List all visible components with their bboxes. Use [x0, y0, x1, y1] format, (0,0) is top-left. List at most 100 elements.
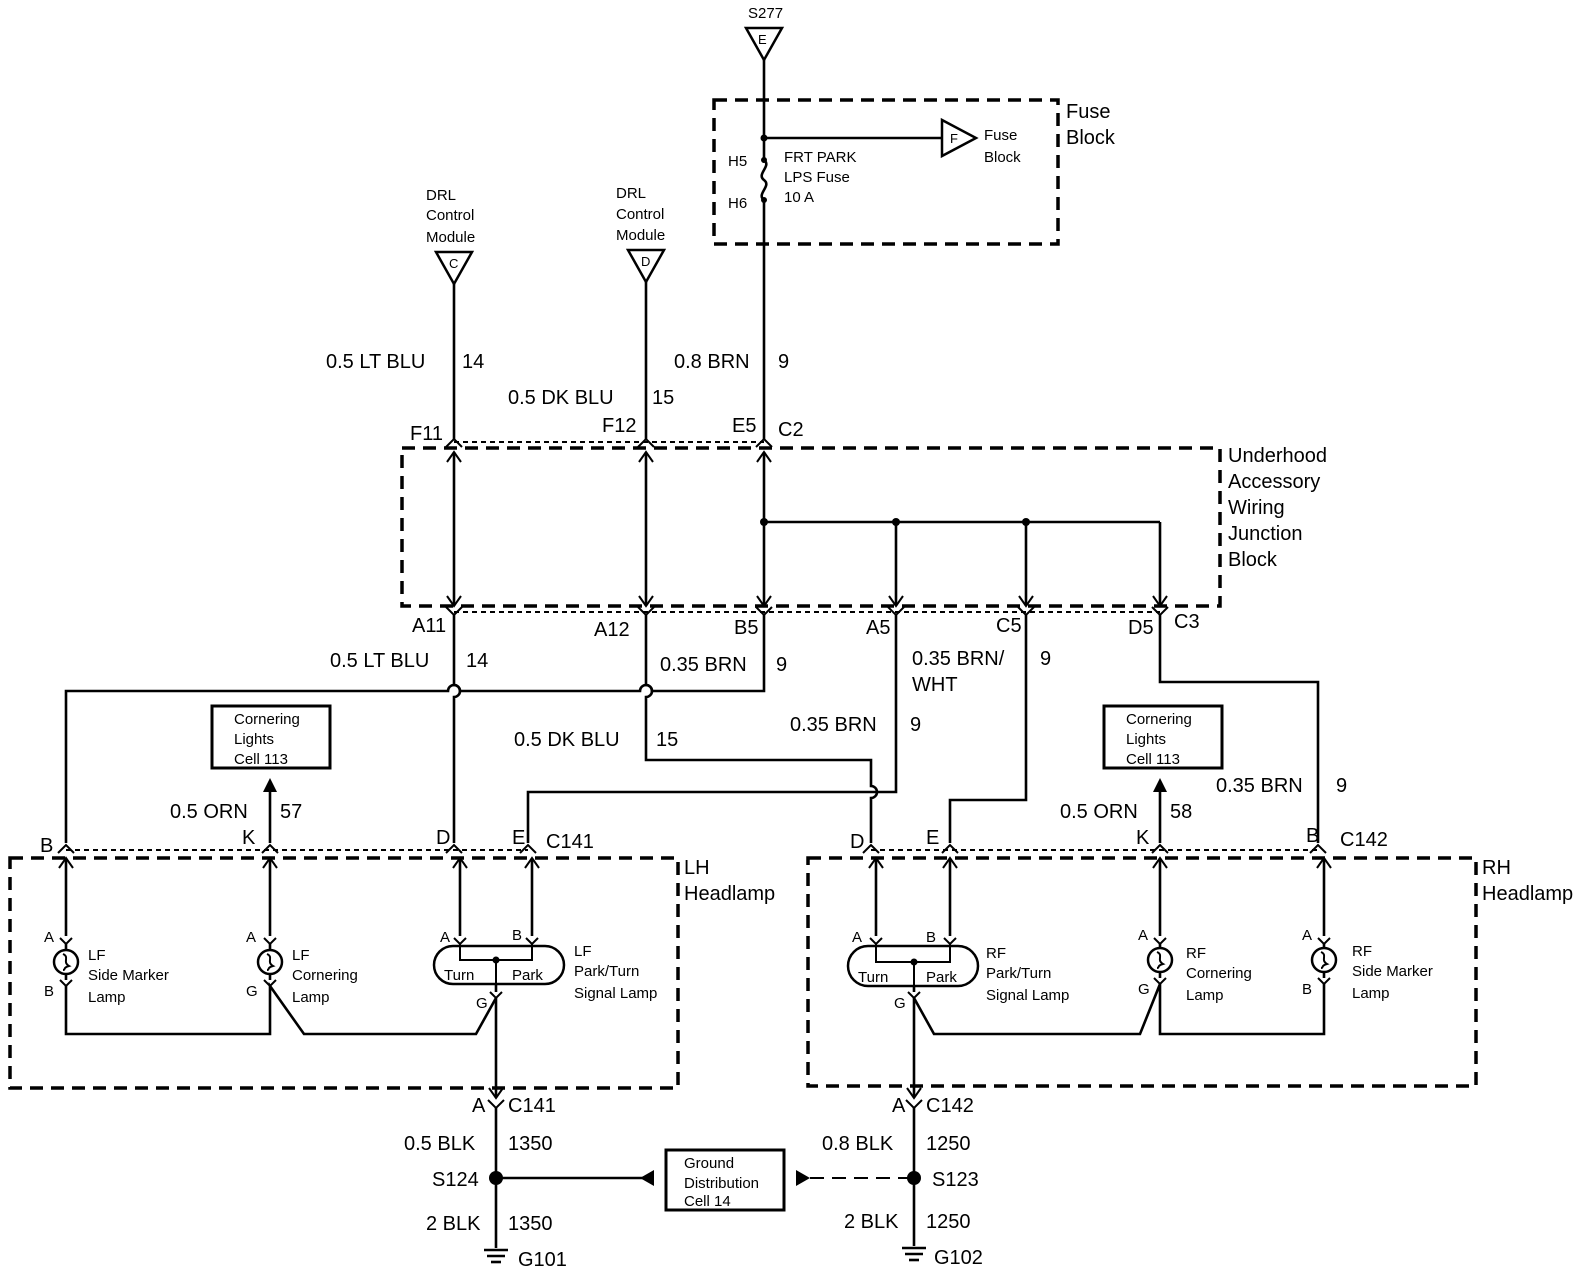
lf-side-marker-filament-icon: [62, 953, 72, 971]
rh-pin-k-connector-icon: [1151, 843, 1169, 854]
lh-pin-d-connector-icon: [445, 843, 463, 854]
circuit-15-top: 15: [652, 387, 674, 409]
wire-brn-wht-9-a5-to-lh-e: [526, 615, 898, 843]
wire-label-blk-l1: 0.5 BLK: [404, 1133, 476, 1155]
lh-side-marker-label-2: Side Marker: [88, 967, 169, 984]
splice-s123-dot: [907, 1171, 921, 1185]
lh-ground-pin-a: A: [472, 1095, 486, 1117]
rh-headlamp-outline: [806, 856, 1478, 1088]
lh-pin-d: D: [436, 827, 450, 849]
lh-side-marker-pin-a: A: [44, 929, 54, 946]
lh-pin-k: K: [242, 827, 256, 849]
lh-cornering-label-1: LF: [292, 947, 310, 964]
cornering-ref-left-3: Cell 113: [234, 751, 288, 768]
splice-s277-label: S277: [748, 5, 783, 22]
connector-c142: C142: [1340, 829, 1388, 851]
lh-pin-k-connector-icon: [261, 843, 279, 854]
lh-arrow-d-icon: [452, 856, 468, 869]
fuse-block: Fuse Block F Fuse Block H5 H6 FRT PARK L…: [712, 60, 1116, 246]
junction-block-title-4: Junction: [1228, 523, 1303, 545]
rh-pin-d: D: [850, 831, 864, 853]
splice-s277-pin: E: [758, 32, 767, 47]
rh-park-turn-pin-g: G: [894, 995, 906, 1012]
lh-ground-circuit: A C141 0.5 BLK 1350 S124 2 BLK 1350 G101: [404, 1095, 654, 1271]
pin-f12-connector-icon: [637, 437, 655, 448]
ground-dist-label-3: Cell 14: [684, 1193, 731, 1210]
arrow-left-ground-dist-icon: [640, 1170, 654, 1186]
rh-arrow-e-icon: [942, 856, 958, 869]
lh-park-turn-pin-a-icon: [453, 937, 467, 946]
lh-ground-arrow-icon: [488, 1087, 504, 1100]
lh-internal-ground-bus: [64, 981, 498, 1036]
jb-arrow-b5-down-icon: [756, 595, 772, 608]
fuse-label-1: FRT PARK: [784, 149, 857, 166]
jb-arrow-a5-down-icon: [888, 595, 904, 608]
drl-c-label-1: DRL: [426, 187, 456, 204]
lh-headlamp-title-1: LH: [684, 857, 710, 879]
rh-park-turn-label-3: Signal Lamp: [986, 987, 1069, 1004]
lf-cornering-filament-icon: [266, 953, 276, 971]
lh-pin-b-connector-icon: [57, 843, 75, 854]
circuit-9-top: 9: [778, 351, 789, 373]
wire-label-brn-top: 0.8 BRN: [674, 351, 750, 373]
wire-label-orn-left: 0.5 ORN: [170, 801, 248, 823]
rh-cornering-pin-a-icon: [1153, 937, 1167, 946]
lf-park-label: Park: [512, 967, 543, 984]
circuit-1250-lower: 1250: [926, 1211, 971, 1233]
fuse-block-title-1: Fuse: [1066, 101, 1110, 123]
rh-internal-ground-bus: [912, 983, 1326, 1036]
lh-arrow-b-icon: [58, 856, 74, 869]
wire-lt-blu-14-a11-to-lh-d: [452, 615, 462, 843]
lh-pin-e-connector-icon: [519, 843, 537, 854]
lh-side-marker-pin-a-icon: [59, 937, 73, 946]
ground-dist-label-2: Distribution: [684, 1175, 759, 1192]
jb-arrow-e5-up-icon: [756, 450, 772, 463]
ground-g102-icon: [902, 1246, 926, 1262]
wire-label-blk-l2: 2 BLK: [426, 1213, 481, 1235]
splice-s277: S277 E: [743, 5, 785, 63]
circuit-1350-upper: 1350: [508, 1133, 553, 1155]
lh-cornering-pin-g: G: [246, 983, 258, 1000]
fuse-block-title-2: Block: [1066, 127, 1116, 149]
rh-pin-k: K: [1136, 827, 1150, 849]
lh-park-turn-label-1: LF: [574, 943, 592, 960]
pin-b5: B5: [734, 617, 758, 639]
rh-ground-circuit: A C142 0.8 BLK 1250 S123 2 BLK 1250 G102: [796, 1095, 983, 1269]
rh-pin-b: B: [1306, 825, 1319, 847]
junction-block-outline: [400, 446, 1222, 608]
circuit-57: 57: [280, 801, 302, 823]
fuse-label-2: LPS Fuse: [784, 169, 850, 186]
lh-headlamp-title-2: Headlamp: [684, 883, 775, 905]
fuse-pin-h5: H5: [728, 153, 747, 170]
pin-c5: C5: [996, 615, 1022, 637]
rh-side-marker-pin-a-icon: [1317, 937, 1331, 946]
rh-side-marker-pin-b-icon: [1317, 977, 1331, 986]
fuse-block-ref-2: Block: [984, 149, 1021, 166]
lh-headlamp-outline: [8, 856, 680, 1090]
rh-cornering-label-2: Cornering: [1186, 965, 1252, 982]
lh-headlamp: LH Headlamp B K D E C141 A B LF Side Mar…: [8, 827, 775, 1100]
lh-pin-e: E: [512, 827, 525, 849]
ground-g102: G102: [934, 1247, 983, 1269]
rh-ground-connector-icon: [905, 1099, 923, 1110]
rh-headlamp: RH Headlamp D E K B C142 Turn Park A: [806, 825, 1573, 1100]
fuse-element-icon: [760, 158, 768, 202]
rh-pin-e-connector-icon: [941, 843, 959, 854]
pin-e5-connector-icon: [755, 437, 773, 448]
cornering-ref-right-2: Lights: [1126, 731, 1166, 748]
wire-brn-9-d5-to-rh-b: [1158, 615, 1320, 843]
jb-arrow-f12-up-icon: [638, 450, 654, 463]
junction-block-title-2: Accessory: [1228, 471, 1320, 493]
rh-side-marker-label-2: Side Marker: [1352, 963, 1433, 980]
lh-park-turn-pin-b-icon: [525, 937, 539, 946]
jb-splice-dot-1: [760, 518, 768, 526]
connector-c2: C2: [778, 419, 804, 441]
rh-arrow-b-icon: [1316, 856, 1332, 869]
lh-park-turn-label-3: Signal Lamp: [574, 985, 657, 1002]
lh-ground-connector-icon: [487, 1099, 505, 1110]
junction-block-title-1: Underhood: [1228, 445, 1327, 467]
rf-cornering-filament-icon: [1156, 951, 1166, 969]
arrow-up-orn-57-icon: [263, 778, 277, 792]
rh-cornering-label-1: RF: [1186, 945, 1206, 962]
